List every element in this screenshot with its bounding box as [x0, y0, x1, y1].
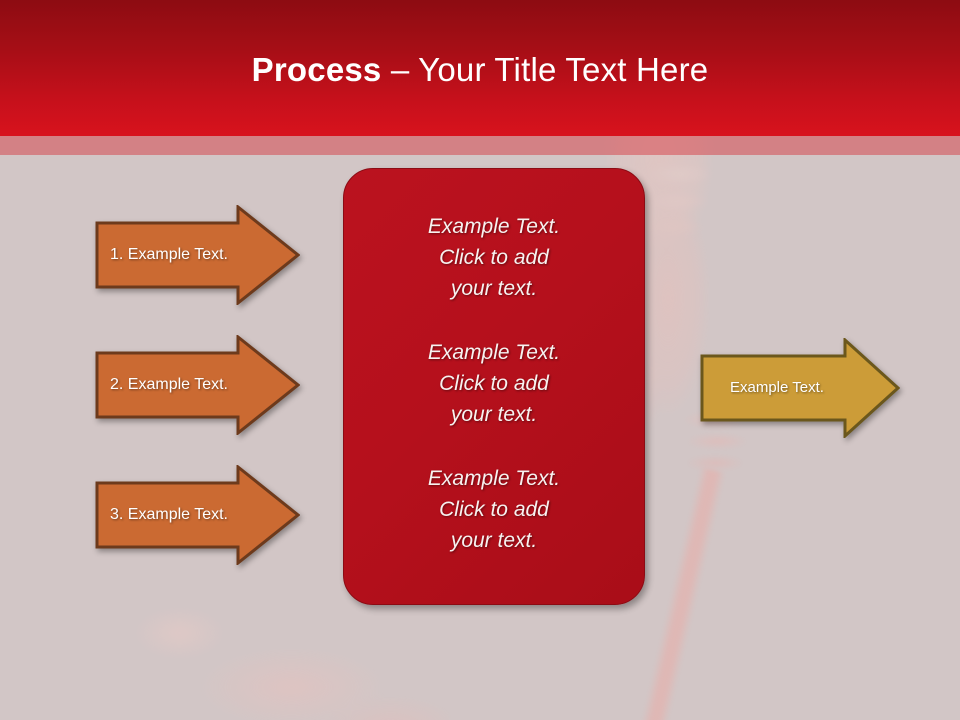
background-foot	[120, 600, 450, 720]
page-title-strong: Process	[251, 51, 382, 88]
process-arrow-3[interactable]: 3. Example Text.	[95, 465, 300, 565]
process-arrow-3-label: 3. Example Text.	[110, 506, 228, 523]
process-arrow-1[interactable]: 1. Example Text.	[95, 205, 300, 305]
center-text-block-3-line-2: Click to add	[439, 498, 549, 521]
center-text-block-1-line-1: Example Text.	[427, 215, 561, 238]
arrow-right-icon	[95, 205, 300, 305]
result-arrow-label: Example Text.	[730, 379, 824, 396]
process-arrow-1-label: 1. Example Text.	[110, 246, 228, 263]
center-text-block-3: Example Text. Click to add your text.	[344, 463, 644, 556]
header-band	[0, 0, 960, 136]
arrow-right-icon	[700, 338, 900, 438]
center-text-block-2-line-3: your text.	[450, 403, 538, 426]
page-title: Process – Your Title Text Here	[0, 50, 960, 90]
center-text-block-2-line-1: Example Text.	[427, 341, 561, 364]
process-arrow-2-label: 2. Example Text.	[110, 376, 228, 393]
process-arrow-2[interactable]: 2. Example Text.	[95, 335, 300, 435]
result-arrow[interactable]: Example Text.	[700, 338, 900, 438]
center-text-block-1-line-3: your text.	[450, 277, 538, 300]
center-text-block-1-line-2: Click to add	[439, 246, 549, 269]
center-text-block-3-line-3: your text.	[450, 529, 538, 552]
arrow-right-icon	[95, 465, 300, 565]
header-strip	[0, 136, 960, 155]
page-title-rest: – Your Title Text Here	[381, 51, 709, 88]
background-staff	[632, 467, 726, 720]
center-text-block-2-line-2: Click to add	[439, 372, 549, 395]
center-text-block-2: Example Text. Click to add your text.	[344, 337, 644, 430]
center-text-block-3-line-1: Example Text.	[427, 467, 561, 490]
center-text-block-1: Example Text. Click to add your text.	[344, 211, 644, 304]
center-content-panel[interactable]: Example Text. Click to add your text. Ex…	[343, 168, 645, 605]
arrow-right-icon	[95, 335, 300, 435]
